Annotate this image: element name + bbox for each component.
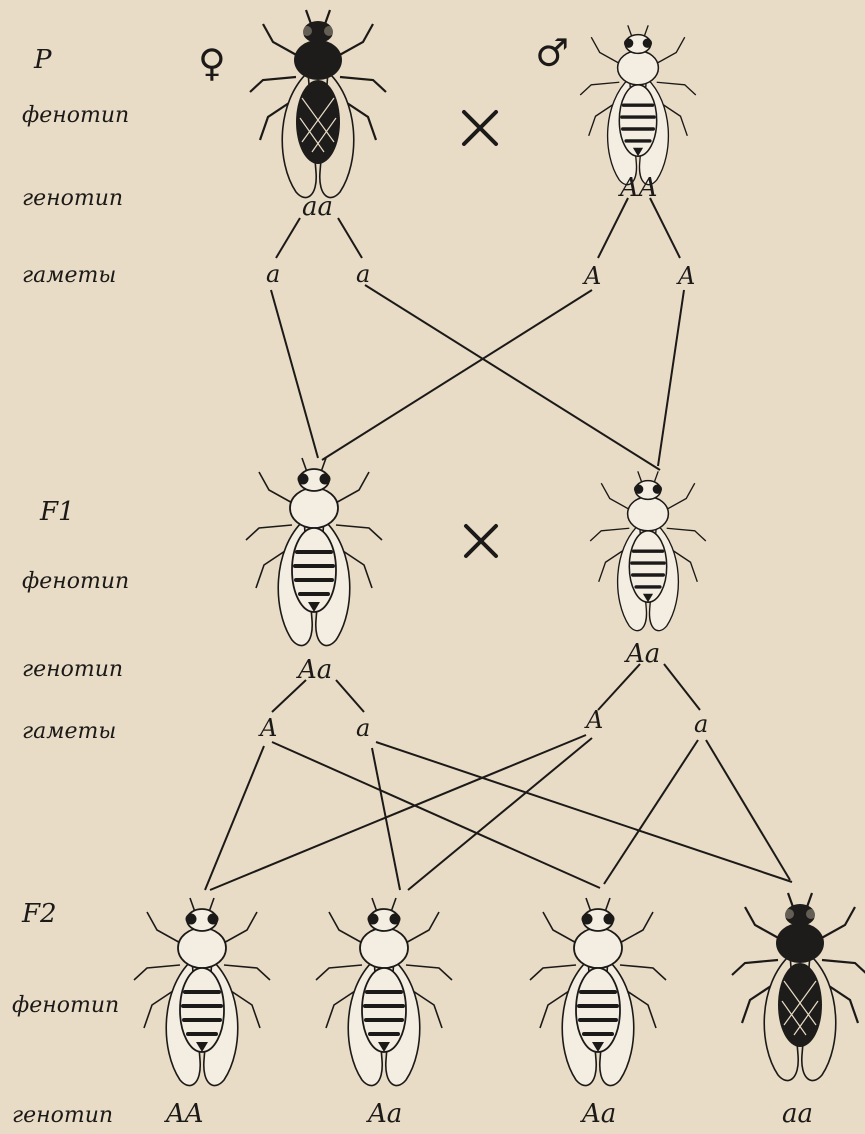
genotype-f1-left: Aa: [296, 655, 332, 685]
fly-f2-3-light: [530, 898, 666, 1086]
row-label-gametes: гаметы: [22, 263, 116, 288]
genotype-p-male: AA: [618, 173, 658, 203]
male-symbol: ♂: [535, 31, 569, 75]
genotype-f2-2: Aa: [366, 1099, 402, 1129]
row-label-gametes: гаметы: [22, 719, 116, 744]
row-label-phenotype: фенотип: [12, 993, 119, 1018]
fly-f1-left-light: [246, 458, 382, 646]
fly-p-male-light: [580, 25, 696, 184]
gamete-p-male-1: A: [582, 262, 601, 290]
cross-sign: [464, 112, 496, 144]
gamete-f1-right-2: a: [694, 710, 708, 738]
genotype-f2-1: AA: [164, 1099, 204, 1129]
gamete-p-female-1: a: [266, 260, 280, 288]
row-label-phenotype: фенотип: [22, 569, 129, 594]
generation-label-p: P: [33, 45, 52, 75]
fly-f1-right-light: [590, 471, 706, 630]
gamete-p-male-2: A: [676, 262, 695, 290]
row-label-phenotype: фенотип: [22, 103, 129, 128]
genotype-f2-3: Aa: [580, 1099, 616, 1129]
gamete-f1-left-1: A: [258, 714, 277, 742]
row-label-genotype: генотип: [12, 1103, 113, 1128]
gamete-f1-left-2: a: [356, 714, 370, 742]
genotype-f2-4: aa: [782, 1099, 813, 1129]
row-label-genotype: генотип: [22, 186, 123, 211]
generation-label-f2: F2: [21, 899, 57, 929]
genotype-p-female: aa: [302, 192, 333, 222]
fly-p-female-dark: [250, 10, 386, 198]
gamete-p-female-2: a: [356, 260, 370, 288]
cross-sign: [466, 526, 496, 556]
row-label-genotype: генотип: [22, 657, 123, 682]
fly-f2-4-dark: [732, 893, 865, 1081]
genotype-f1-right: Aa: [624, 639, 660, 669]
fly-f2-2-light: [316, 898, 452, 1086]
gamete-f1-right-1: A: [584, 706, 603, 734]
generation-label-f1: F1: [39, 497, 75, 527]
fly-f2-1-light: [134, 898, 270, 1086]
female-symbol: ♀: [198, 41, 226, 85]
